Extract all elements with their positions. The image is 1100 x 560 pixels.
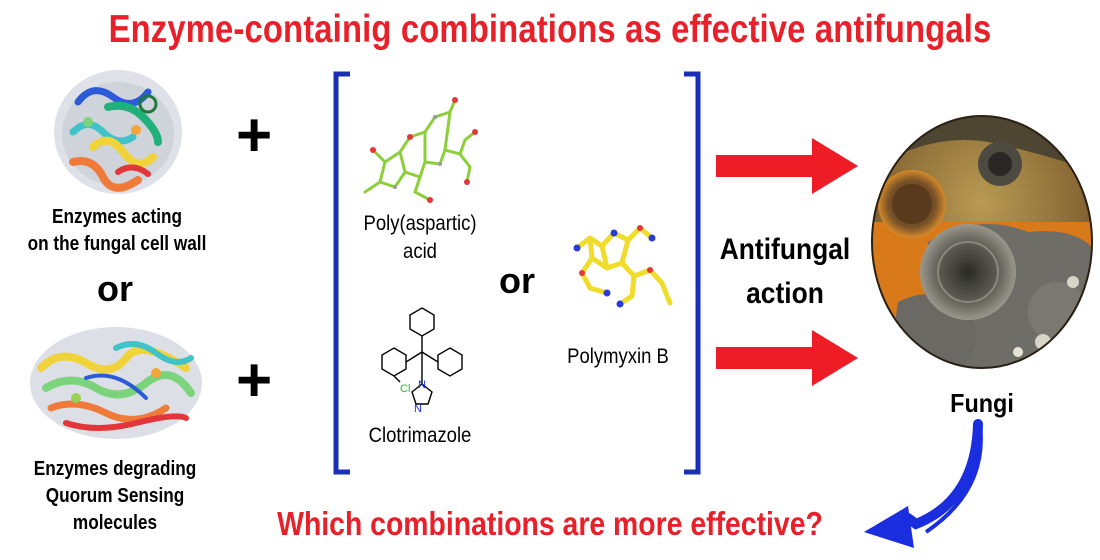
antifungal-action-line1: Antifungal [719,233,851,266]
right-bracket [684,71,701,475]
fungi-label: Fungi [950,388,1014,418]
nitrogen-atom-label-1: N [418,379,426,391]
fungi-culture-image [871,115,1093,369]
effectiveness-question: Which combinations are more effective? [277,505,823,542]
antifungal-action-label: Antifungal action [701,228,868,316]
plus-sign-bottom: + [236,346,273,415]
poly-aspartic-acid-molecule-image [363,97,478,203]
compound-bracket [333,71,701,475]
antifungal-action-line2: action [746,277,824,310]
clotrimazole-label: Clotrimazole [368,424,472,447]
diagram-title: Enzyme-containig combinations as effecti… [108,8,992,51]
quorum-sensing-enzyme-structure-image [30,327,202,439]
cell-wall-enzyme-label: Enzymes acting on the fungal cell wall [16,204,217,258]
arrow-top-icon [716,138,858,194]
chlorine-atom-label: Cl [400,383,410,395]
compound-or-label: or [499,260,535,301]
quorum-sensing-label-line2: Quorum Sensing [45,485,185,507]
arrow-bottom-icon [716,330,858,386]
quorum-sensing-enzyme-label: Enzymes degrading Quorum Sensing molecul… [16,456,214,537]
plus-sign-top: + [236,101,273,170]
polymyxin-b-molecule-image [573,225,673,308]
poly-aspartic-label-line2: acid [403,240,437,263]
curved-arrow-icon [864,419,983,548]
polymyxin-b-label: Polymyxin B [567,345,669,368]
poly-aspartic-acid-label: Poly(aspartic) acid [350,210,491,266]
enzyme-or-label: or [97,268,133,309]
cell-wall-enzyme-label-line1: Enzymes acting [51,206,182,228]
cell-wall-enzyme-structure-image [54,70,182,194]
clotrimazole-structure-image: Cl N N [381,307,463,415]
quorum-sensing-label-line1: Enzymes degrading [33,458,197,480]
poly-aspartic-label-line1: Poly(aspartic) [363,212,477,235]
cell-wall-enzyme-label-line2: on the fungal cell wall [27,233,207,255]
left-bracket [333,71,350,475]
nitrogen-atom-label-2: N [414,403,422,415]
quorum-sensing-label-line3: molecules [72,512,158,534]
